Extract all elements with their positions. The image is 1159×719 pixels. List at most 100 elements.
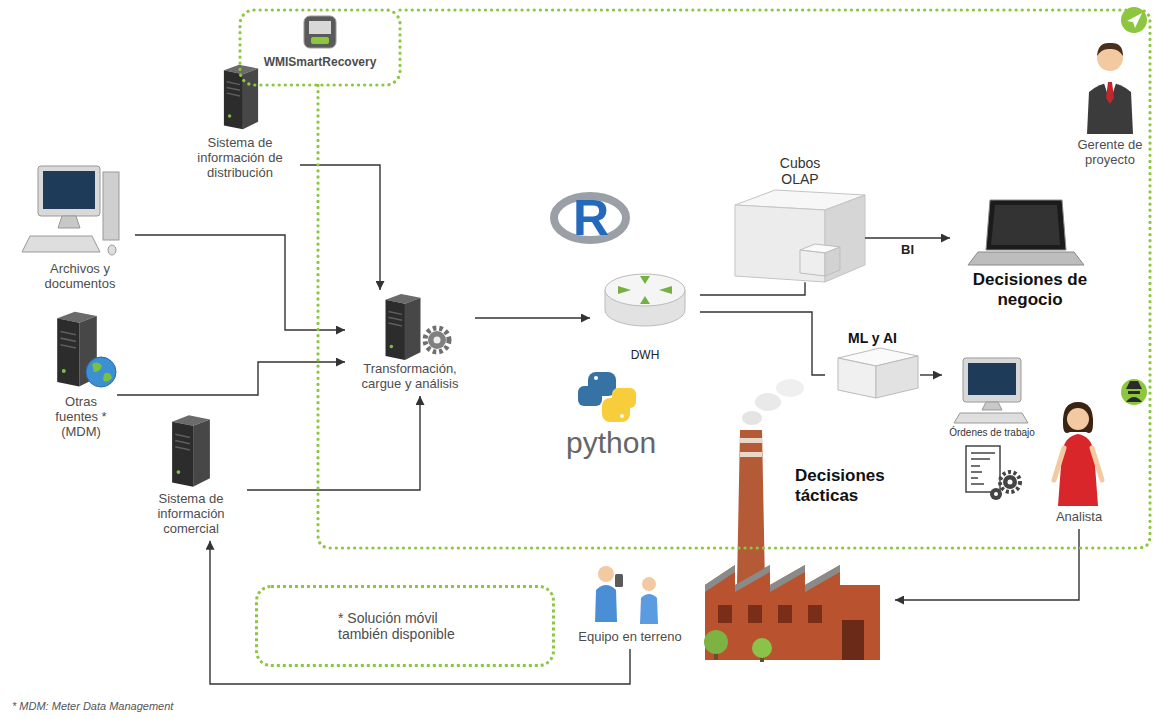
node-caption: Cubos OLAP [770,155,830,187]
logo-screen [309,21,331,34]
connector [475,317,590,318]
source-system: Sistema de información comercial [135,410,247,541]
connector [920,374,942,375]
router-arrow [659,286,672,294]
device-side [876,356,918,398]
footnote: * MDM: Meter Data Management [12,700,173,713]
node-caption: Sistema de información comercial [135,492,247,537]
logo-icon [304,16,336,48]
connector [700,282,805,295]
keyboard [22,236,100,252]
router-top [605,274,685,306]
badge-body [1126,397,1142,402]
logo-check [311,37,329,44]
factory-window [778,605,792,623]
dress [1058,434,1098,506]
badge [1121,379,1147,405]
region-border [318,10,1150,548]
monitor-screen [43,171,95,209]
python-blue [578,386,602,406]
analyst-figure [1054,402,1102,506]
field-team [595,566,658,624]
connector [210,541,630,684]
smoke [742,411,762,425]
note-text: * Solución móvil también disponible [338,610,478,642]
mobile-note-box: * Solución móvil también disponible [255,585,555,667]
connector [135,235,345,330]
gear-body [428,331,446,349]
node-caption: Equipo en terreno [565,630,695,645]
chimney-band [740,452,762,457]
worker-body [595,585,617,622]
monitor-screen [968,363,1016,395]
manager-figure [1087,43,1133,134]
connector [300,165,380,290]
business-decisions: Decisiones de negocio [950,195,1110,313]
olap-cube [735,190,865,282]
hair [1063,402,1093,433]
laptop-base [968,252,1084,265]
node-caption: ML y AI [825,330,920,346]
router-arrow [640,296,650,304]
node-caption: Sistema de información de distribución [180,136,300,181]
manager-person: Gerente de proyecto [1075,38,1145,172]
gear-teeth [425,328,449,352]
hair [1097,43,1123,56]
connector [865,237,950,238]
badge-arrow [1127,13,1142,28]
globe [86,357,116,387]
laptop-screen [986,200,1066,250]
gear-hole [1008,480,1013,485]
logo-frame [304,16,336,48]
document [966,446,1000,492]
field-team: Equipo en terreno [565,558,695,649]
work-orders: Órdenes de trabajo [942,355,1042,501]
gear-hole [994,492,998,496]
node-caption: Otras fuentes *(MDM) [45,395,117,440]
document-lines [971,453,995,484]
gear-icon [425,328,449,352]
tree [704,630,728,654]
tie [1106,82,1114,104]
router-icon [605,274,685,326]
etl-server: Transformación, cargue y análisis [345,290,475,396]
monitor-stand [58,216,80,228]
r-logo-letter: R [573,190,609,248]
node-caption: Órdenes de trabajo [942,427,1042,439]
connector [117,362,345,395]
python-logo [578,372,636,422]
gear-teeth [1000,472,1020,492]
tree [752,638,772,658]
connector-label: BI [888,243,928,258]
chimney-band [740,438,762,443]
factory-window [748,605,762,623]
tower [103,172,119,240]
server-icon [386,294,421,360]
node-caption: DWH [590,349,700,363]
chimney [737,430,765,585]
computer-icon [22,166,119,255]
section-heading: Decisiones de negocio [950,270,1110,309]
phone [615,574,623,587]
worker-body [640,594,658,624]
monitor-stand [982,402,1002,410]
work-order-icon [966,446,1020,500]
cube-front [800,250,825,276]
ml-device [838,348,918,398]
router-arrow [640,276,650,284]
gear-body [1003,475,1017,489]
ml-ai-engine: ML y AI [825,330,920,406]
router-arrow [618,286,631,294]
node-caption: Gerente de proyecto [1075,138,1145,168]
python-yellow [612,388,636,408]
cube-side [825,247,840,276]
smoke [776,379,804,397]
factory-illustration [704,379,880,662]
smoke [755,393,781,411]
analyst-badge [1121,379,1147,405]
cube-side [825,195,865,282]
python-wordmark: python [566,426,656,461]
node-caption: Analista [1044,510,1114,525]
badge-hat [1126,381,1142,389]
